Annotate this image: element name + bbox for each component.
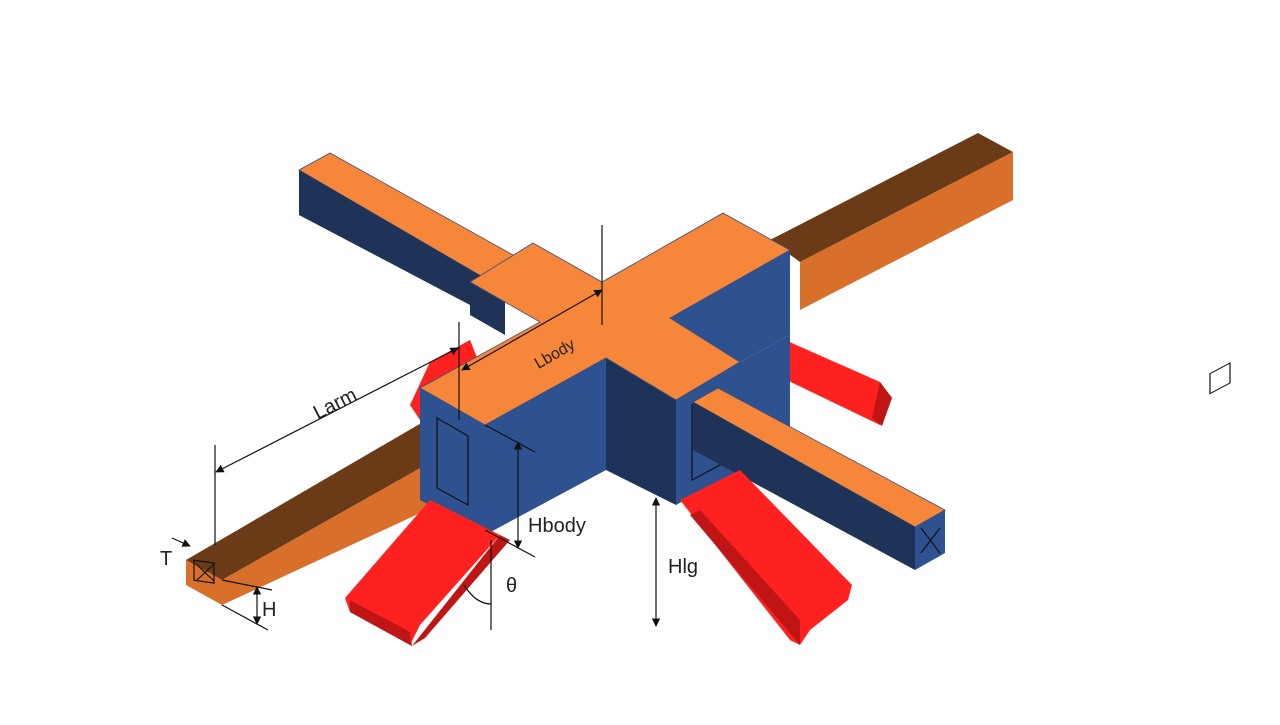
t-label: T <box>160 548 172 570</box>
arm-front-right <box>692 362 1231 570</box>
larm-label: Larm <box>310 384 361 424</box>
hbody-label: Hbody <box>528 515 586 537</box>
landing-leg-front-left <box>345 500 510 646</box>
dimension-hlg: Hlg <box>651 497 698 627</box>
arm-back-left <box>298 152 541 335</box>
dimension-theta: θ <box>463 540 517 630</box>
arm-back-right <box>770 133 1013 310</box>
dimension-hbody: Hbody <box>484 424 586 558</box>
landing-leg-front-right <box>680 470 852 645</box>
hlg-label: Hlg <box>668 556 698 578</box>
h-label: H <box>262 599 276 621</box>
landing-leg-back-right <box>770 340 892 426</box>
dimension-h: H <box>221 579 276 631</box>
dimension-t: T <box>160 537 191 570</box>
theta-label: θ <box>506 575 517 597</box>
